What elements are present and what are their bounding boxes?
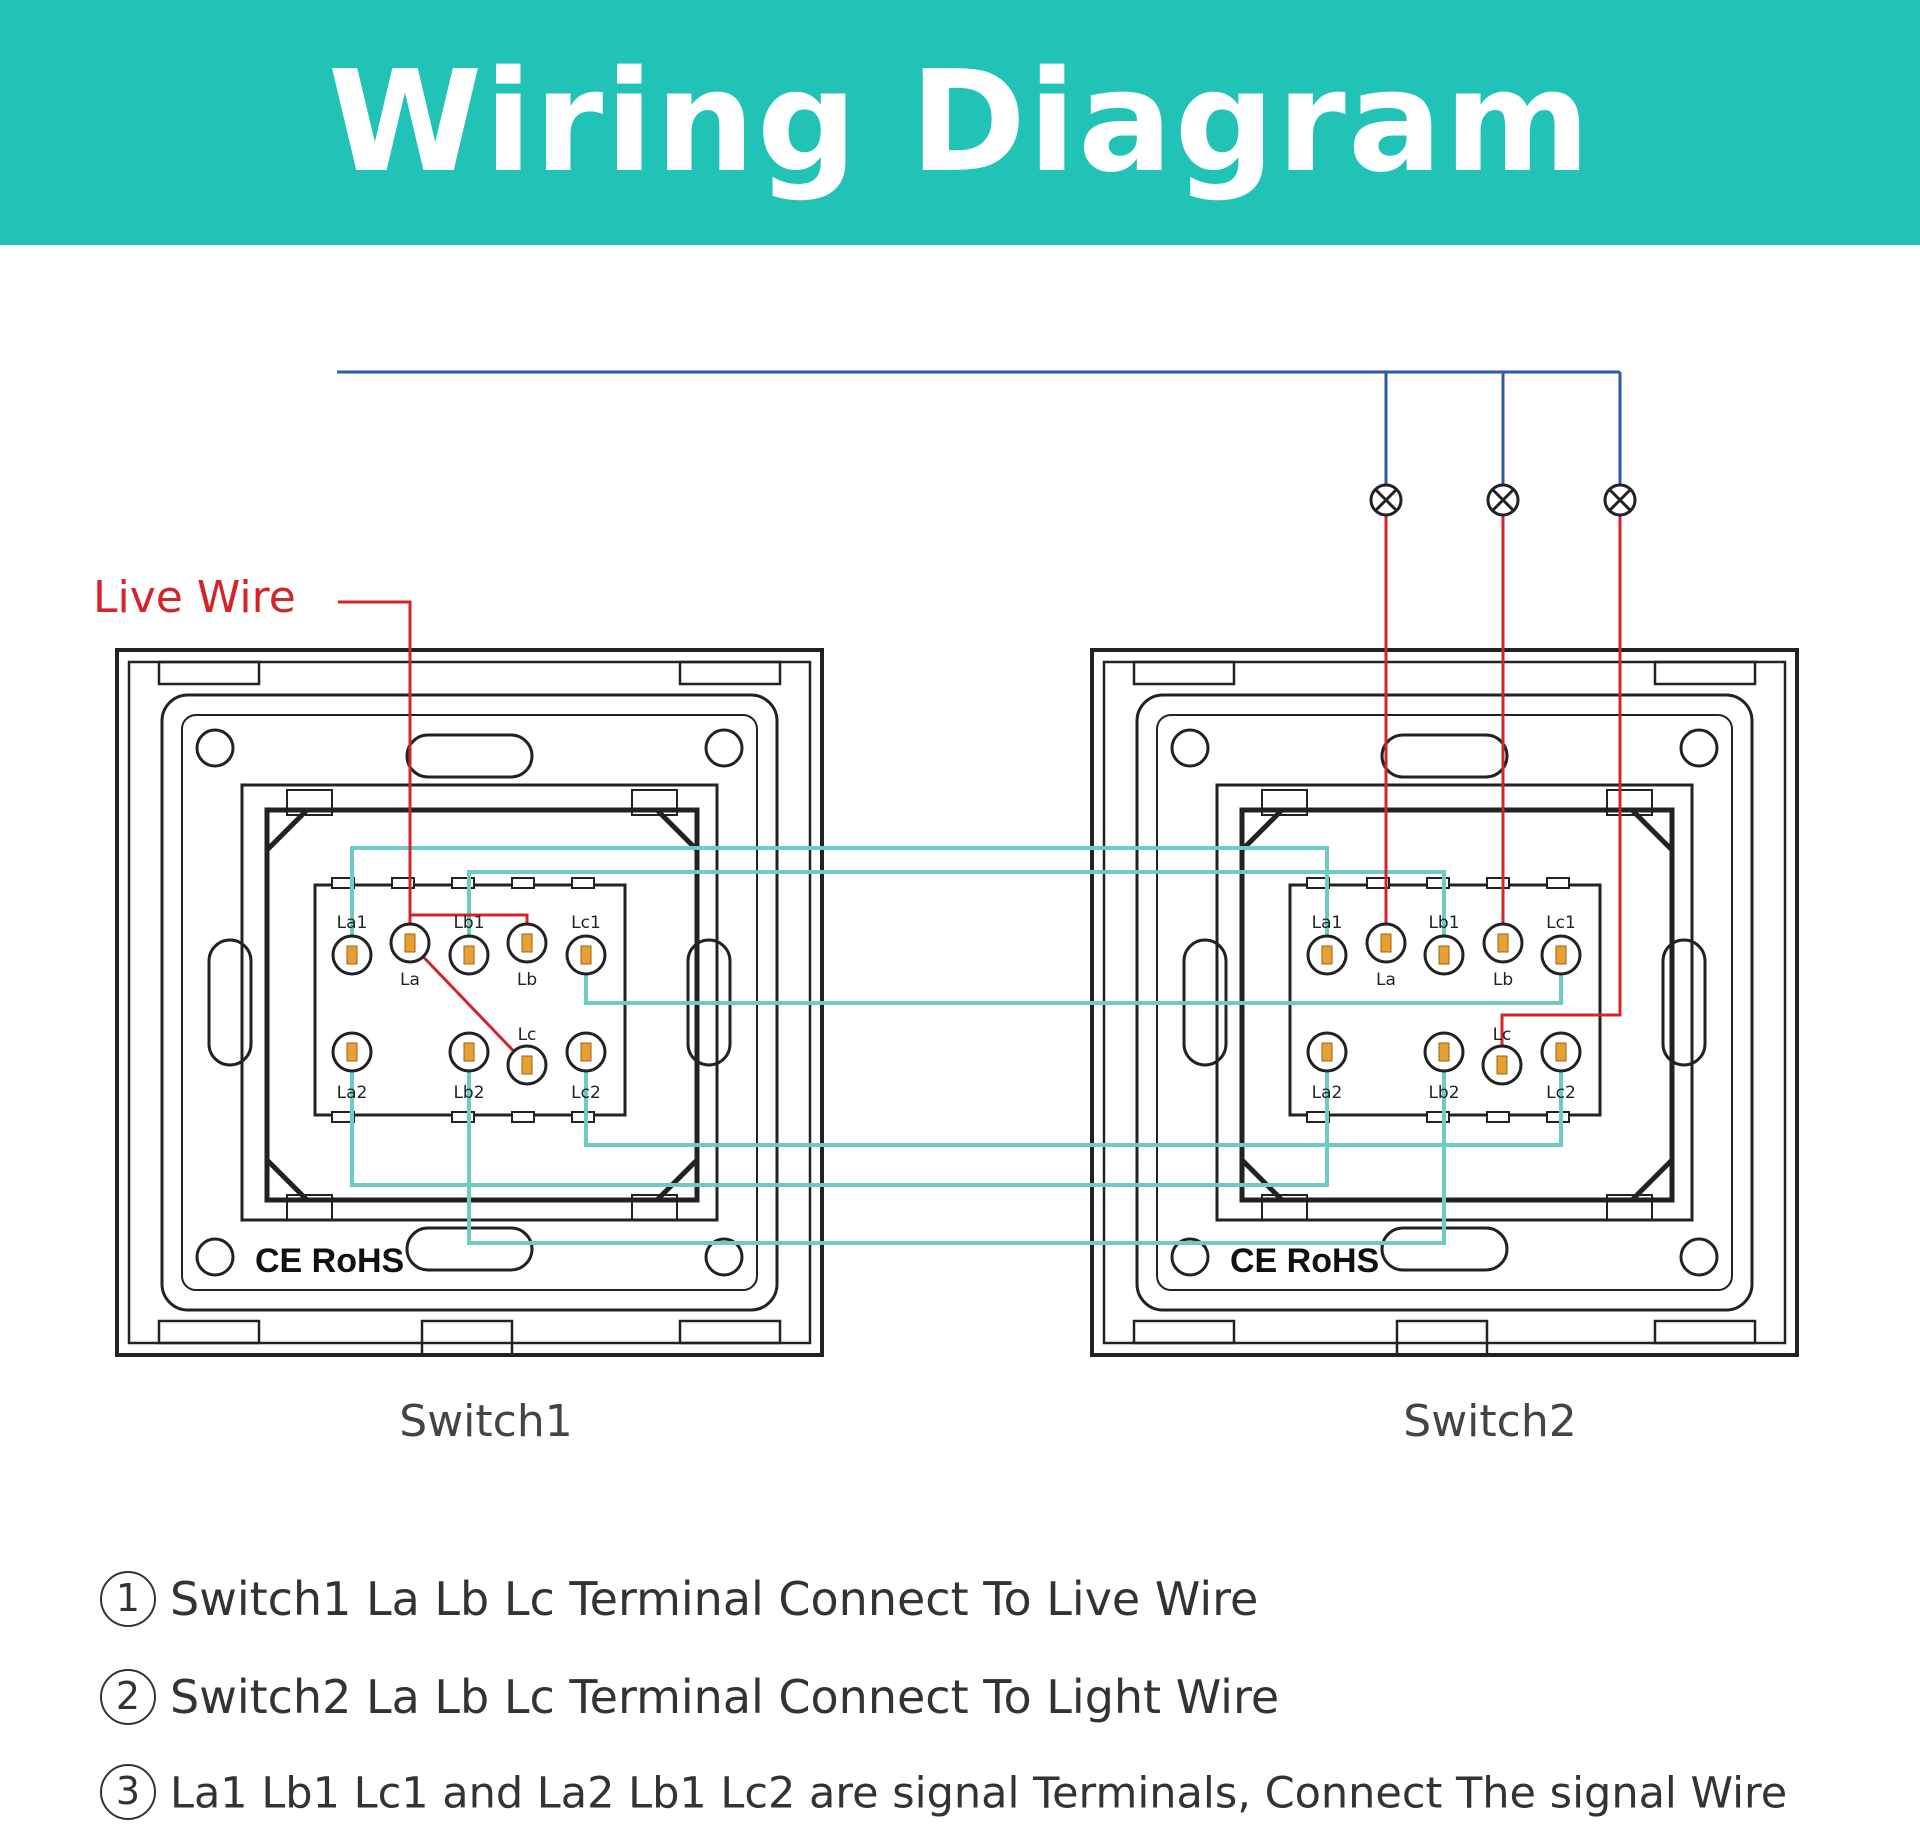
light-wires	[1384, 516, 1622, 1065]
s2-label-lc2: Lc2	[1546, 1083, 1576, 1103]
s1-label-lc2: Lc2	[571, 1083, 601, 1103]
s1-label-la2: La2	[337, 1083, 368, 1103]
s1-label-lb2: Lb2	[453, 1083, 484, 1103]
live-wire	[338, 600, 529, 1067]
s1-label-lb1: Lb1	[453, 913, 484, 933]
s1-label-la: La	[400, 970, 420, 990]
note-1: 1 Switch1 La Lb Lc Terminal Connect To Li…	[100, 1570, 1259, 1631]
note-text: La1 Lb1 Lc1 and La2 Lb1 Lc2 are signal T…	[170, 1768, 1788, 1819]
note-number: 3	[100, 1764, 156, 1820]
note-2: 2 Switch2 La Lb Lc Terminal Connect To Li…	[100, 1668, 1280, 1729]
switch1-cert-mark: CE RoHS	[255, 1242, 404, 1280]
s1-label-lb: Lb	[517, 970, 537, 990]
signal-wires	[350, 846, 1563, 1245]
header-banner: Wiring Diagram	[0, 0, 1920, 245]
switch1-name: Switch1	[399, 1396, 572, 1447]
s2-label-la2: La2	[1312, 1083, 1343, 1103]
note-number: 2	[100, 1668, 156, 1725]
s2-label-lb2: Lb2	[1428, 1083, 1459, 1103]
s2-label-lc1: Lc1	[1546, 913, 1576, 933]
s2-label-la: La	[1376, 970, 1396, 990]
s1-label-lc1: Lc1	[571, 913, 601, 933]
note-3: 3 La1 Lb1 Lc1 and La2 Lb1 Lc2 are signal …	[100, 1764, 1788, 1824]
lamp-icon	[1486, 483, 1520, 517]
switch2-name: Switch2	[1403, 1396, 1576, 1447]
neutral-wire	[337, 370, 1622, 484]
note-text: Switch1 La Lb Lc Terminal Connect To Liv…	[170, 1572, 1259, 1626]
note-number: 1	[100, 1570, 156, 1627]
note-text: Switch2 La Lb Lc Terminal Connect To Lig…	[170, 1670, 1280, 1724]
s2-label-lc: Lc	[1493, 1025, 1512, 1045]
s2-label-lb1: Lb1	[1428, 913, 1459, 933]
s2-label-la1: La1	[1312, 913, 1343, 933]
s1-label-lc: Lc	[518, 1025, 537, 1045]
page-title: Wiring Diagram	[327, 41, 1593, 204]
lamp-icon	[1369, 483, 1403, 517]
switch2-cert-mark: CE RoHS	[1230, 1242, 1379, 1280]
live-wire-label: Live Wire	[93, 572, 296, 623]
lamp-icon	[1603, 483, 1637, 517]
s2-label-lb: Lb	[1493, 970, 1513, 990]
s1-label-la1: La1	[337, 913, 368, 933]
